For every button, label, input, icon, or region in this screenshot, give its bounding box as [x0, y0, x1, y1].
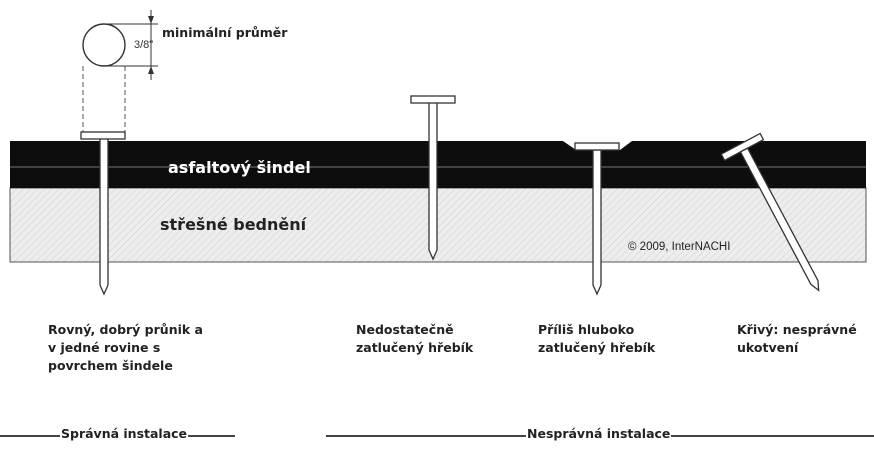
nail-head-circle [82, 23, 126, 67]
nail-correct [80, 131, 126, 296]
nail-caption-correct: Rovný, dobrý průnik a v jedné rovine s p… [48, 321, 203, 375]
caption-line: Rovný, dobrý průnik a [48, 322, 203, 337]
caption-line: zatlučený hřebík [356, 340, 474, 355]
roof-sheathing [9, 187, 867, 263]
caption-line: v jedné rovine s [48, 340, 161, 355]
caption-line: zatlučený hřebík [538, 340, 656, 355]
dimension-caption: minimální průměr [162, 25, 288, 40]
nail-overdriven [574, 142, 620, 296]
incorrect-section-label: Nesprávná instalace [526, 426, 672, 441]
nail-caption-underdriven: Nedostatečně zatlučený hřebík [356, 321, 473, 357]
sheathing-label: střešné bednění [160, 215, 308, 234]
caption-line: povrchem šindele [48, 358, 173, 373]
caption-line: Nedostatečně [356, 322, 454, 337]
nail-underdriven [410, 95, 456, 261]
copyright-text: © 2009, InterNACHI [628, 241, 730, 253]
nail-caption-overdriven: Příliš hluboko zatlučený hřebík [538, 321, 655, 357]
nail-caption-crooked: Křivý: nesprávné ukotvení [737, 321, 857, 357]
asphalt-shingle [10, 141, 866, 188]
caption-line: Příliš hluboko [538, 322, 635, 337]
caption-line: ukotvení [737, 340, 799, 355]
nail-head-dimension: 3/8" [82, 10, 158, 132]
nail-crooked [720, 132, 820, 292]
dimension-label: 3/8" [134, 39, 153, 51]
caption-line: Křivý: nesprávné [737, 322, 857, 337]
correct-section-label: Správná instalace [60, 426, 189, 441]
shingle-label: asfaltový šindel [168, 158, 311, 177]
